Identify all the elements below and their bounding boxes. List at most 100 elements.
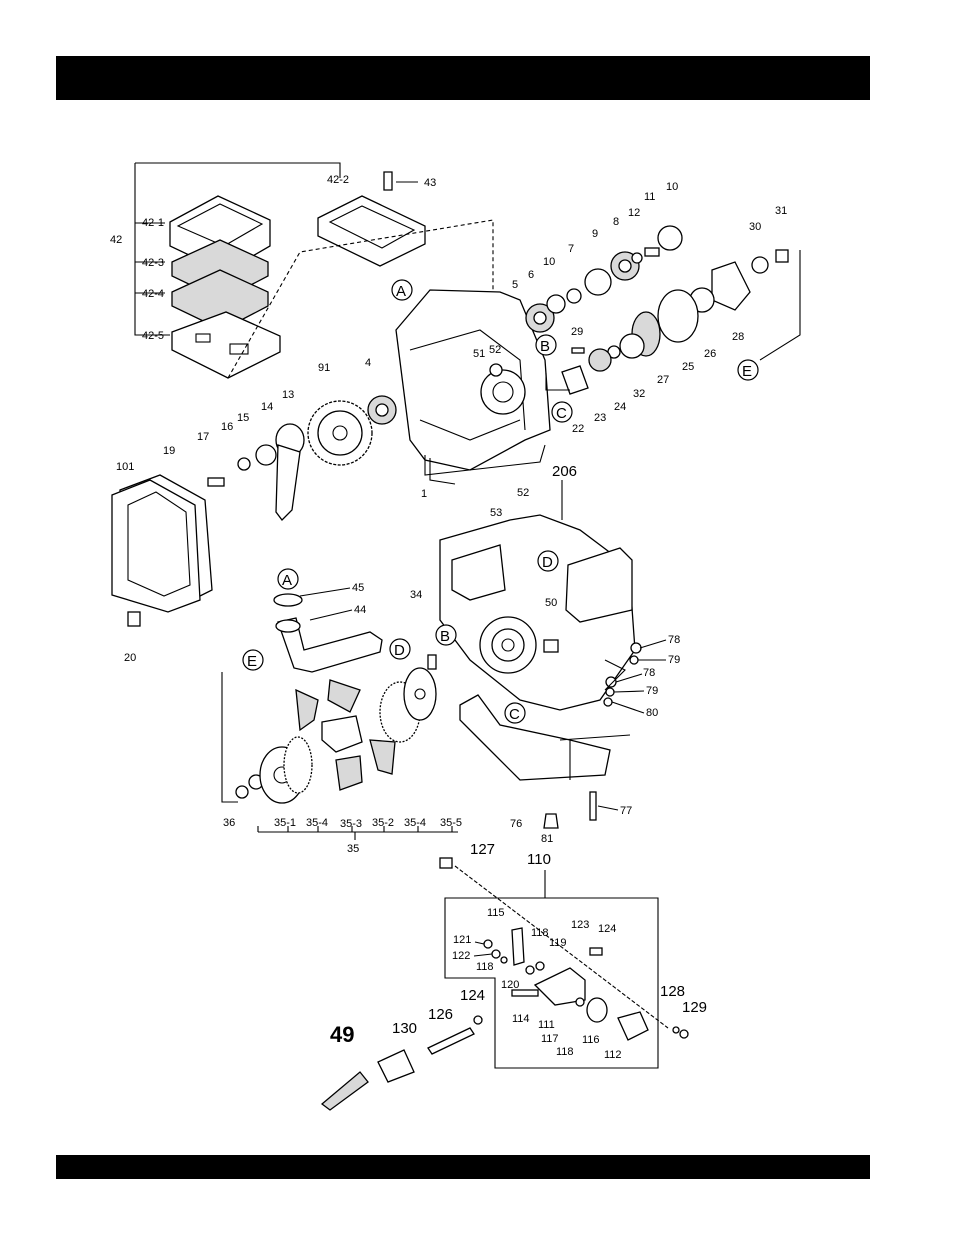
label-112: 112	[604, 1049, 622, 1061]
air-cleaner-upper-case	[317, 195, 426, 267]
label-9: 9	[592, 228, 598, 240]
callout-E2: E	[247, 653, 257, 670]
label-35-4a: 35-4	[306, 817, 328, 829]
label-79b: 79	[646, 685, 658, 697]
shaft-parts-group	[489, 225, 801, 395]
label-19: 19	[163, 445, 175, 457]
bolt-11	[644, 247, 660, 257]
label-122: 122	[452, 950, 470, 962]
label-23: 23	[594, 412, 606, 424]
label-52b: 52	[517, 487, 529, 499]
leader-lines	[299, 480, 667, 957]
label-42-3: 42-3	[142, 257, 164, 269]
callout-C1: C	[556, 405, 567, 422]
ring-15	[255, 444, 277, 466]
air-cleaner-group	[134, 162, 494, 379]
callout-C2: C	[509, 706, 520, 723]
label-114: 114	[512, 1013, 530, 1025]
label-121: 121	[453, 934, 471, 946]
bolt-20	[127, 611, 141, 627]
label-29: 29	[571, 326, 583, 338]
label-49: 49	[330, 1022, 354, 1047]
pin-51	[489, 363, 503, 377]
callout-B1: B	[540, 338, 550, 355]
label-35-2: 35-2	[372, 817, 394, 829]
label-115: 115	[487, 907, 505, 919]
air-cleaner-case	[171, 311, 281, 379]
footer-bar	[56, 1155, 870, 1179]
label-35-4b: 35-4	[404, 817, 426, 829]
washer-6	[546, 294, 566, 314]
callout-A1: A	[396, 283, 406, 300]
label-13: 13	[282, 389, 294, 401]
hub-32	[619, 333, 645, 359]
label-51: 51	[473, 348, 485, 360]
label-35-5: 35-5	[440, 817, 462, 829]
label-124a: 124	[598, 923, 616, 935]
label-53: 53	[490, 507, 502, 519]
o-ring-9	[584, 268, 612, 296]
coupling-group	[221, 667, 458, 840]
part-50	[543, 639, 559, 653]
engine-muffler	[565, 547, 633, 623]
label-77: 77	[620, 805, 632, 817]
label-34: 34	[410, 589, 422, 601]
label-101: 101	[116, 461, 134, 473]
nut-7	[566, 288, 582, 304]
label-14: 14	[261, 401, 273, 413]
label-25: 25	[682, 361, 694, 373]
label-52a: 52	[489, 344, 501, 356]
label-42-5: 42-5	[142, 330, 164, 342]
label-22: 22	[572, 423, 584, 435]
nut-121	[483, 939, 493, 949]
key-34	[427, 654, 437, 670]
air-cleaner-bracket	[134, 162, 341, 336]
label-15: 15	[237, 412, 249, 424]
side-cover-group	[111, 474, 213, 627]
ring-35-4a	[283, 736, 313, 794]
nut-78b	[605, 676, 617, 688]
bearing-23	[588, 348, 612, 372]
washer-12	[631, 252, 643, 264]
pin-114	[511, 989, 539, 997]
plate-35-5	[403, 667, 437, 721]
engine-group	[439, 514, 642, 829]
label-127: 127	[470, 841, 495, 858]
label-26: 26	[704, 348, 716, 360]
throttle-box	[444, 897, 659, 1069]
label-35-3: 35-3	[340, 818, 362, 830]
callout-B2: B	[440, 628, 450, 645]
screw-123	[589, 947, 603, 956]
pipe-group	[273, 593, 437, 673]
label-44: 44	[354, 604, 366, 616]
nut-129	[679, 1029, 689, 1039]
label-32: 32	[633, 388, 645, 400]
washer-30	[751, 256, 769, 274]
throttle-group	[439, 857, 689, 1069]
screw-17	[207, 477, 225, 487]
washer-118a	[525, 965, 535, 975]
nut-122	[491, 949, 501, 959]
label-43: 43	[424, 177, 436, 189]
label-128: 128	[660, 983, 685, 1000]
label-126: 126	[428, 1006, 453, 1023]
bolt-81	[543, 813, 559, 829]
label-28: 28	[732, 331, 744, 343]
label-42-1: 42-1	[142, 217, 164, 229]
o-ring-116	[586, 997, 608, 1023]
label-10b: 10	[543, 256, 555, 268]
connecting-rod-14	[275, 444, 301, 521]
callout-A2: A	[282, 572, 292, 589]
jaw-35-3a	[295, 688, 319, 732]
label-79a: 79	[668, 654, 680, 666]
crankcase-bore	[480, 369, 526, 415]
gear-shaft-22	[561, 365, 589, 395]
label-206: 206	[552, 463, 577, 480]
nut-78a	[630, 642, 642, 654]
label-81: 81	[541, 833, 553, 845]
nut-36	[235, 785, 249, 799]
label-76: 76	[510, 818, 522, 830]
washer-117	[575, 997, 585, 1007]
jaw-35-3b	[327, 679, 361, 713]
